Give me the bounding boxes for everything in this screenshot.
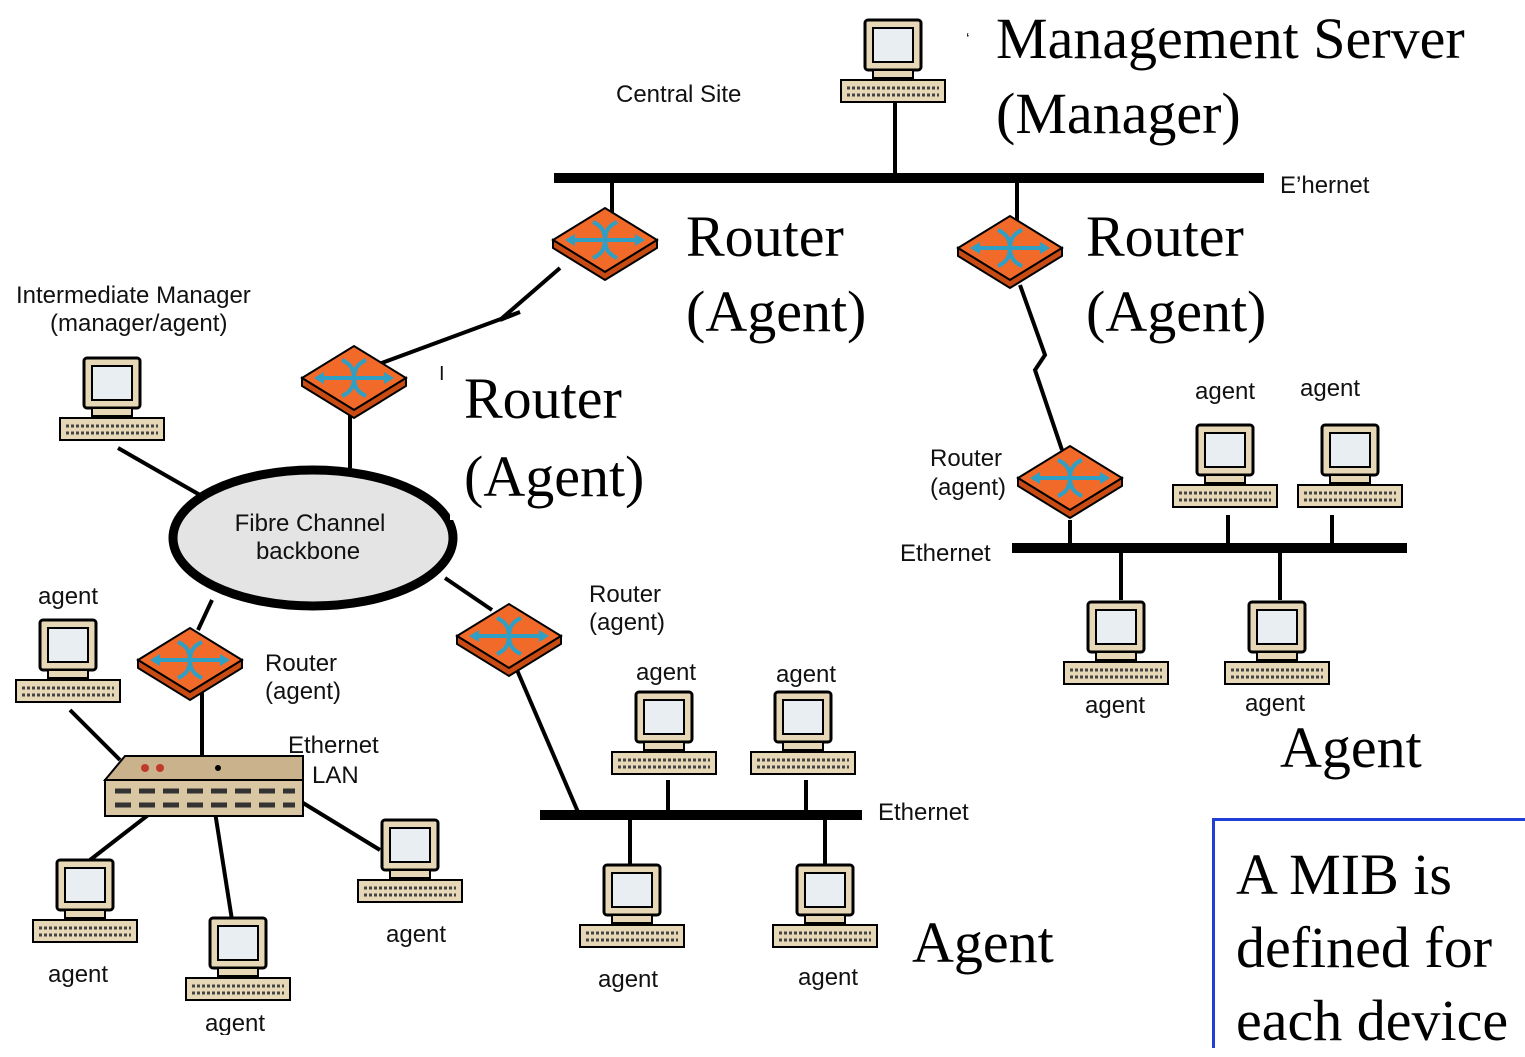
router-top-left-label-2: (Agent) bbox=[686, 279, 866, 344]
partial-glyph: ‘ bbox=[966, 31, 970, 48]
backbone-label-2: backbone bbox=[256, 538, 360, 565]
computer-icon bbox=[356, 818, 464, 904]
fibre-channel-backbone bbox=[168, 465, 458, 611]
agent-label: agent bbox=[1195, 378, 1255, 405]
router-mid-partial: I bbox=[439, 363, 445, 385]
central-site-label: Central Site bbox=[616, 81, 741, 108]
agent-label: agent bbox=[205, 1010, 265, 1035]
mib-note-line-2: defined for bbox=[1236, 915, 1493, 980]
router-icon bbox=[956, 214, 1064, 290]
agent-big-right-label: Agent bbox=[1280, 715, 1422, 780]
agent-label: agent bbox=[386, 921, 446, 948]
top-ethernet-label: E’hernet bbox=[1280, 172, 1370, 199]
hub-icon bbox=[102, 755, 304, 817]
router-top-right-label-2: (Agent) bbox=[1086, 279, 1266, 344]
agent-label: agent bbox=[1300, 375, 1360, 402]
router-mid-small-label-2: (agent) bbox=[589, 609, 665, 636]
agent-label: agent bbox=[598, 966, 658, 993]
router-icon bbox=[1016, 444, 1124, 520]
computer-icon bbox=[14, 618, 122, 704]
agent-label: agent bbox=[1085, 692, 1145, 719]
computer-icon bbox=[771, 863, 879, 949]
agent-big-mid-label: Agent bbox=[912, 910, 1054, 975]
agent-label: agent bbox=[48, 961, 108, 988]
computer-icon bbox=[1296, 423, 1404, 509]
agent-label: agent bbox=[798, 964, 858, 991]
router-icon bbox=[551, 206, 659, 282]
computer-icon bbox=[1062, 600, 1170, 686]
computer-icon bbox=[184, 916, 292, 1002]
intermediate-manager-label-2: (manager/agent) bbox=[50, 310, 227, 337]
router-mid-label-2: (Agent) bbox=[464, 444, 644, 509]
ethernet-mid-label: Ethernet bbox=[878, 799, 969, 826]
backbone-label-1: Fibre Channel bbox=[235, 510, 386, 537]
router-icon bbox=[455, 602, 563, 678]
agent-label: agent bbox=[1245, 690, 1305, 717]
wan-link-right bbox=[1018, 284, 1064, 451]
network-management-diagram: Fibre Channel backbone bbox=[14, 6, 1465, 1035]
computer-icon bbox=[1171, 423, 1279, 509]
wan-link-left bbox=[367, 266, 562, 370]
intermediate-manager-computer-icon bbox=[58, 356, 166, 442]
mib-note-line-1: A MIB is bbox=[1236, 842, 1452, 907]
management-server-label-1: Management Server bbox=[996, 6, 1465, 71]
intermediate-manager-label-1: Intermediate Manager bbox=[16, 282, 251, 309]
links bbox=[68, 100, 1407, 921]
agent-label: agent bbox=[776, 661, 836, 688]
router-right-label-1: Router bbox=[930, 445, 1002, 472]
agent-label: agent bbox=[38, 583, 98, 610]
router-mid-small-label-1: Router bbox=[589, 581, 661, 608]
management-server-label-2: (Manager) bbox=[996, 81, 1241, 146]
computer-icon bbox=[31, 858, 139, 944]
router-left-label-2: (agent) bbox=[265, 678, 341, 705]
router-mid-label-1: Router bbox=[464, 366, 622, 431]
computer-icon bbox=[578, 863, 686, 949]
computer-icon bbox=[749, 690, 857, 776]
computer-icon bbox=[610, 690, 718, 776]
router-top-right-label-1: Router bbox=[1086, 204, 1244, 269]
router-top-left-label-1: Router bbox=[686, 204, 844, 269]
mib-note-box bbox=[1212, 818, 1525, 1048]
agent-label: agent bbox=[636, 659, 696, 686]
mib-note-line-3: each device bbox=[1236, 988, 1509, 1053]
computer-icon bbox=[1223, 600, 1331, 686]
router-right-label-2: (agent) bbox=[930, 474, 1006, 501]
router-icon bbox=[136, 626, 244, 702]
ethernet-lan-label-2: LAN bbox=[312, 762, 359, 789]
management-server-computer-icon bbox=[839, 18, 947, 104]
ethernet-right-label: Ethernet bbox=[900, 540, 991, 567]
router-icon bbox=[300, 344, 408, 420]
mib-note-text: A MIB is defined for each device bbox=[1236, 838, 1525, 1057]
router-left-label-1: Router bbox=[265, 650, 337, 677]
ethernet-lan-label-1: Ethernet bbox=[288, 732, 379, 759]
